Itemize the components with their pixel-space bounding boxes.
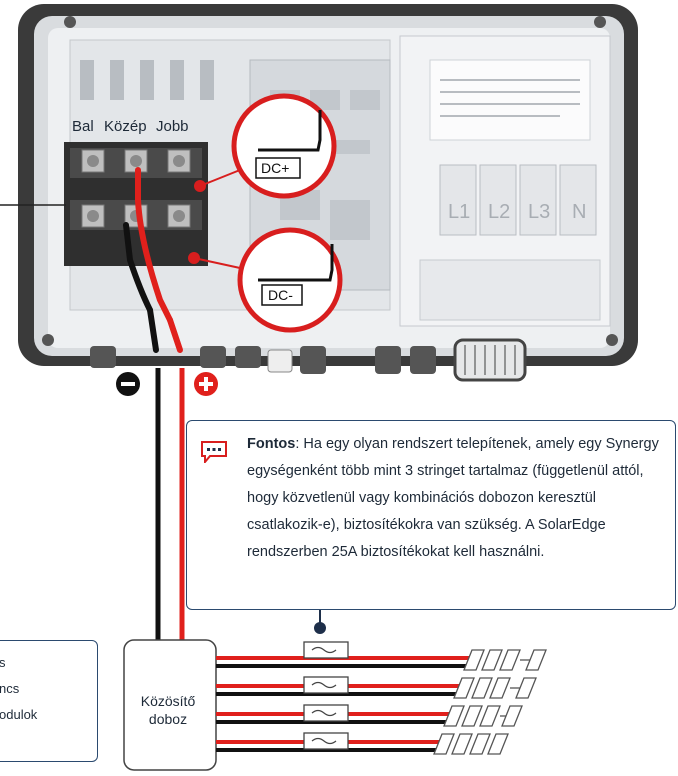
phase-label-n: N xyxy=(572,201,586,223)
main-dc-wires xyxy=(155,368,185,640)
legend-line-2: ncs xyxy=(0,681,20,696)
note-title: Fontos xyxy=(247,436,296,452)
terminal-label-left: Bal xyxy=(72,118,94,135)
terminal-label-right: Jobb xyxy=(156,118,189,135)
phase-label-l2: L2 xyxy=(488,201,510,223)
comment-icon xyxy=(201,441,227,463)
legend-line-3: odulok xyxy=(0,707,38,722)
note-text: Fontos: Ha egy olyan rendszert telepíten… xyxy=(247,431,667,566)
important-note-box: Fontos: Ha egy olyan rendszert telepíten… xyxy=(186,420,676,610)
legend-line-1: s xyxy=(0,655,6,670)
legend-box: s ncs odulok xyxy=(0,640,98,762)
combiner-box-label: Közösítő doboz xyxy=(128,692,208,728)
pv-module-strings xyxy=(433,649,547,755)
string-fuses xyxy=(303,641,349,750)
dc-minus-label: DC- xyxy=(268,287,293,303)
dc-plus-label: DC+ xyxy=(261,160,289,176)
ac-section xyxy=(399,35,611,327)
dc-plus-callout xyxy=(194,93,337,199)
phase-label-l3: L3 xyxy=(528,201,550,223)
combiner-box xyxy=(123,639,217,771)
combiner-label-line2: doboz xyxy=(148,711,188,727)
note-body: : Ha egy olyan rendszert telepítenek, am… xyxy=(247,436,659,560)
cable-glands xyxy=(90,338,527,382)
combiner-label-line1: Közösítő xyxy=(140,693,196,709)
terminal-label-middle: Közép xyxy=(104,118,147,135)
phase-label-l1: L1 xyxy=(448,201,470,223)
internal-wires xyxy=(123,167,183,353)
dc-minus-callout xyxy=(188,227,343,333)
